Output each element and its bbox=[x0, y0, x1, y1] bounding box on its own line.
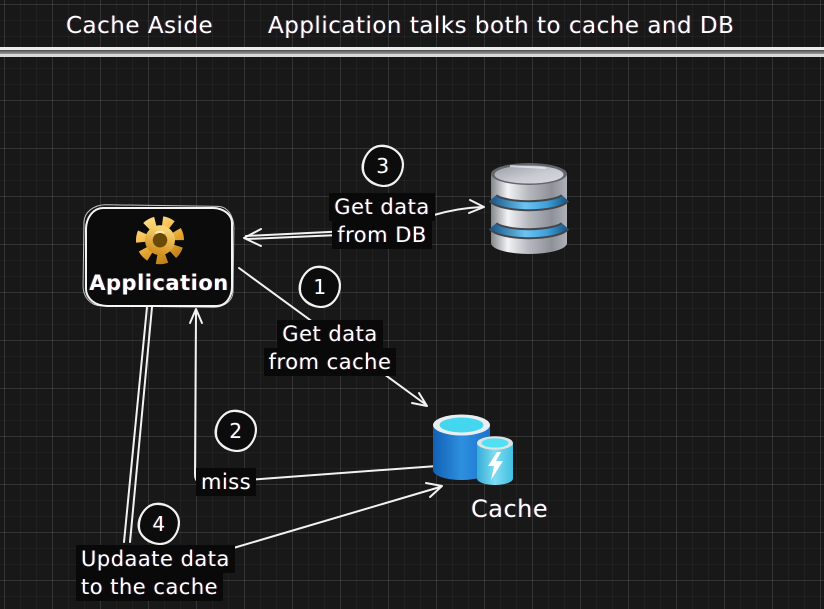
lightning-bolt-icon bbox=[488, 452, 503, 480]
application-node: Application bbox=[85, 207, 233, 307]
label-miss: miss bbox=[196, 468, 257, 496]
label-update-data-to-cache: Updaate data to the cache bbox=[76, 545, 246, 601]
application-label: Application bbox=[89, 271, 229, 295]
header-divider bbox=[0, 47, 824, 57]
diagram-title: Cache Aside bbox=[66, 13, 214, 39]
step-badge-1: 1 bbox=[290, 257, 350, 317]
step-badge-4: 4 bbox=[129, 494, 189, 554]
label-get-data-from-cache: Get data from cache bbox=[260, 320, 400, 376]
cache-label: Cache bbox=[471, 495, 549, 523]
step-badge-2: 2 bbox=[206, 401, 266, 461]
label-get-data-from-db: Get data from DB bbox=[322, 193, 442, 249]
database-icon bbox=[488, 163, 570, 254]
step-number: 3 bbox=[376, 154, 390, 178]
gear-icon bbox=[135, 216, 185, 265]
step-badge-3: 3 bbox=[353, 136, 413, 196]
arrow-update-to-cache bbox=[229, 482, 443, 550]
step-number: 2 bbox=[229, 419, 243, 443]
diagram-subtitle: Application talks both to cache and DB bbox=[268, 13, 735, 39]
step-number: 4 bbox=[152, 512, 166, 536]
cache-icon bbox=[433, 414, 513, 485]
step-number: 1 bbox=[313, 275, 327, 299]
